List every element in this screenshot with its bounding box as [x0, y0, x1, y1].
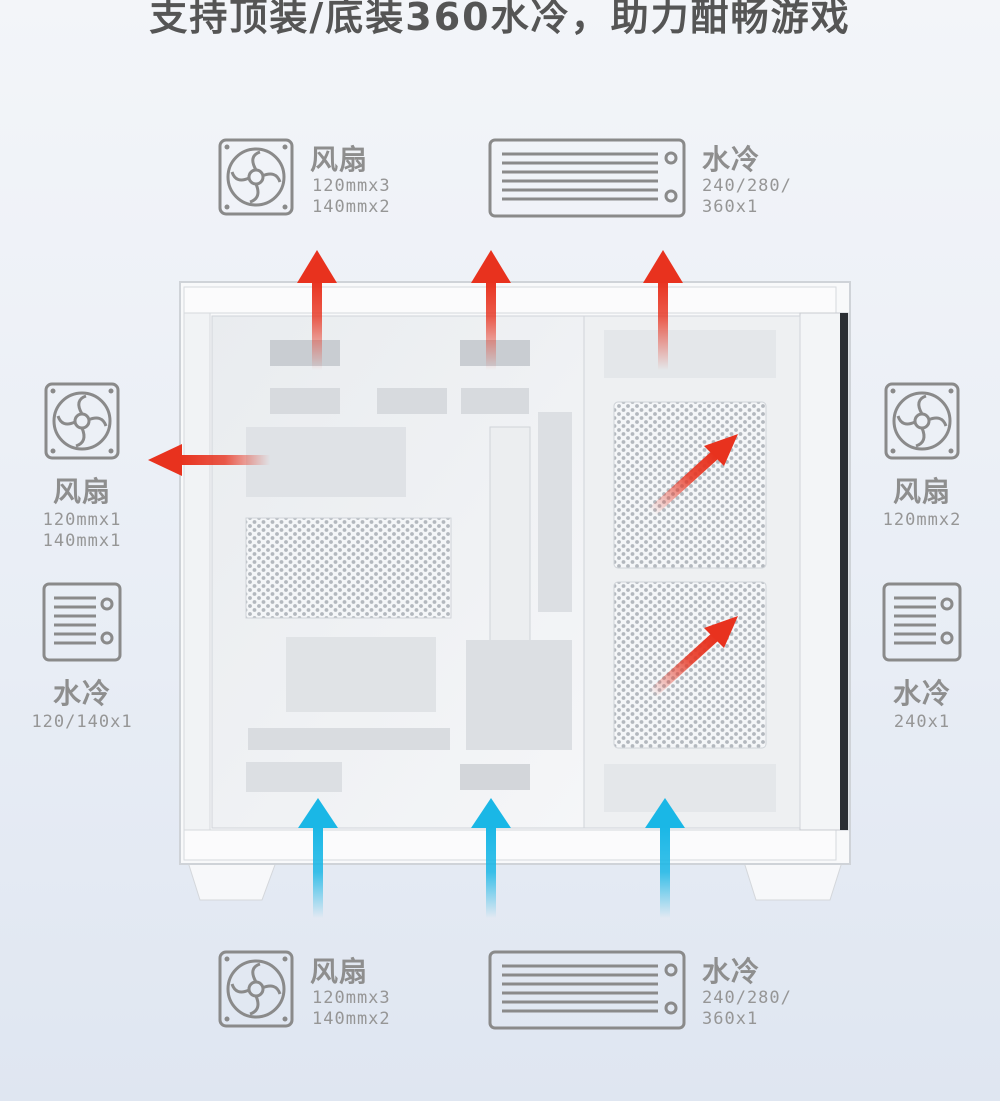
- fan-label: 风扇: [52, 475, 111, 508]
- fan-spec-line: 120mmx3: [312, 176, 391, 196]
- red-arrow-icon: [148, 444, 182, 476]
- radiator-spec-line: 240/280/: [702, 988, 792, 1008]
- red-arrow-icon: [648, 616, 738, 698]
- radiator-label: 水冷: [702, 955, 761, 988]
- radiator-icon: [488, 138, 686, 218]
- radiator-icon: [882, 582, 962, 662]
- radiator-spec-line: 360x1: [702, 197, 759, 217]
- radiator-spec-line: 240x1: [893, 712, 951, 732]
- radiator-icon: [488, 950, 686, 1030]
- red-arrow-icon: [643, 250, 683, 283]
- radiator-spec-line: 240/280/: [702, 176, 792, 196]
- fan-spec-line: 140mmx2: [312, 1009, 391, 1029]
- headline: 支持顶装/底装360水冷，助力酣畅游戏: [149, 0, 851, 39]
- fan-spec-line: 120mmx3: [312, 988, 391, 1008]
- exhaust-arrow-shaft: [312, 280, 322, 370]
- fan-spec-line: 120mmx2: [882, 510, 962, 530]
- radiator-label: 水冷: [52, 677, 111, 710]
- fan-spec-line: 140mmx1: [42, 531, 122, 551]
- fan-icon: [218, 950, 294, 1028]
- fan-spec-line: 140mmx2: [312, 197, 391, 217]
- radiator-label: 水冷: [702, 143, 761, 176]
- radiator-icon: [42, 582, 122, 662]
- fan-spec-line: 120mmx1: [42, 510, 122, 530]
- blue-arrow-icon: [471, 798, 511, 828]
- red-arrow-icon: [297, 250, 337, 283]
- red-arrow-icon: [471, 250, 511, 283]
- fan-icon: [44, 382, 120, 460]
- radiator-label: 水冷: [892, 677, 951, 710]
- red-arrow-icon: [648, 434, 738, 516]
- fan-icon: [218, 138, 294, 216]
- fan-label: 风扇: [892, 475, 951, 508]
- blue-arrow-icon: [645, 798, 685, 828]
- blue-arrow-icon: [298, 798, 338, 828]
- radiator-spec-line: 360x1: [702, 1009, 759, 1029]
- fan-label: 风扇: [310, 955, 369, 988]
- fan-icon: [884, 382, 960, 460]
- fan-label: 风扇: [310, 143, 369, 176]
- radiator-spec-line: 120/140x1: [31, 712, 133, 732]
